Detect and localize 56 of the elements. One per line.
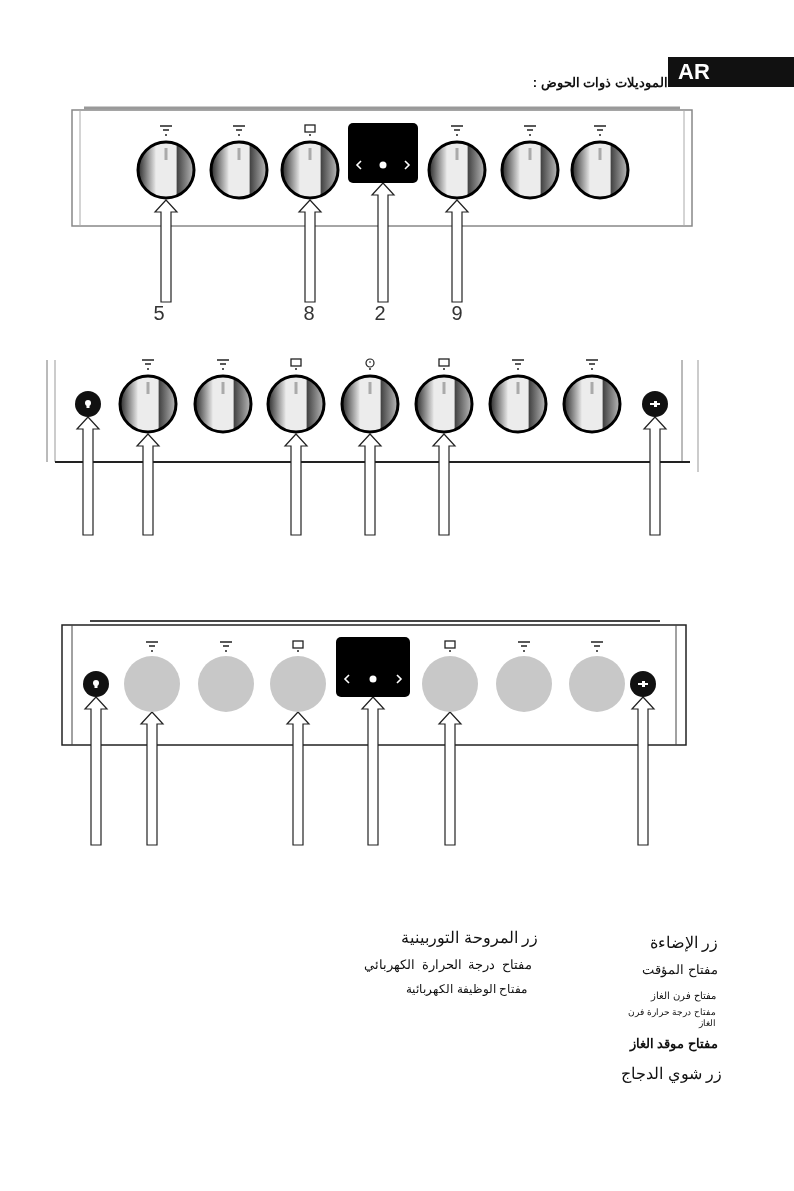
display-screen — [336, 637, 410, 697]
callout-number: 2 — [368, 302, 392, 324]
part-label: زر الإضاءة — [649, 933, 718, 952]
control-knob — [266, 374, 326, 434]
control-knob — [340, 374, 400, 434]
callout-number: 9 — [445, 302, 469, 324]
arrow — [297, 199, 323, 303]
control-knob — [500, 140, 560, 200]
arrow — [153, 199, 179, 303]
part-label: مفتاح درجة الحرارة الكهربائي — [364, 957, 532, 972]
arrow — [370, 182, 396, 303]
part-label: مفتاح فرن الغاز — [651, 990, 716, 1001]
control-knob — [562, 374, 622, 434]
control-knob — [124, 656, 180, 712]
round-button — [642, 391, 668, 417]
arrow — [431, 433, 457, 536]
control-knob — [414, 374, 474, 434]
control-knob — [569, 656, 625, 712]
arrow — [360, 696, 386, 846]
part-label: زر المروحة التوربينية — [401, 928, 538, 947]
arrow — [630, 696, 656, 846]
part-label: زر شوي الدجاج — [621, 1064, 722, 1083]
control-knob — [427, 140, 487, 200]
control-knob — [488, 374, 548, 434]
control-knob — [422, 656, 478, 712]
control-knob — [209, 140, 269, 200]
arrow — [437, 711, 463, 846]
round-button — [83, 671, 109, 697]
control-knob — [198, 656, 254, 712]
control-knob — [193, 374, 253, 434]
section-tab: AR — [668, 57, 794, 87]
control-knob — [280, 140, 340, 200]
control-knob — [136, 140, 196, 200]
arrow — [357, 433, 383, 536]
arrow — [83, 696, 109, 846]
callout-number: 5 — [147, 302, 171, 324]
heading: الموديلات ذوات الحوض : — [532, 75, 668, 90]
control-knob — [570, 140, 630, 200]
part-label: مفتاح موقد الغاز — [629, 1036, 718, 1051]
round-button — [75, 391, 101, 417]
round-button — [630, 671, 656, 697]
part-label: مفتاح المؤقت — [642, 962, 718, 977]
control-knob — [496, 656, 552, 712]
arrow — [135, 433, 161, 536]
arrow — [642, 416, 668, 536]
control-knob — [118, 374, 178, 434]
arrow — [283, 433, 309, 536]
control-knob — [270, 656, 326, 712]
arrow — [444, 199, 470, 303]
part-label: مفتاح الوظيفة الكهربائية — [406, 982, 527, 996]
callout-number: 8 — [297, 302, 321, 324]
arrow — [139, 711, 165, 846]
part-label: مفتاح درجة حرارة فرن الغاز — [627, 1007, 716, 1029]
arrow — [75, 416, 101, 536]
arrow — [285, 711, 311, 846]
display-screen — [348, 123, 418, 183]
